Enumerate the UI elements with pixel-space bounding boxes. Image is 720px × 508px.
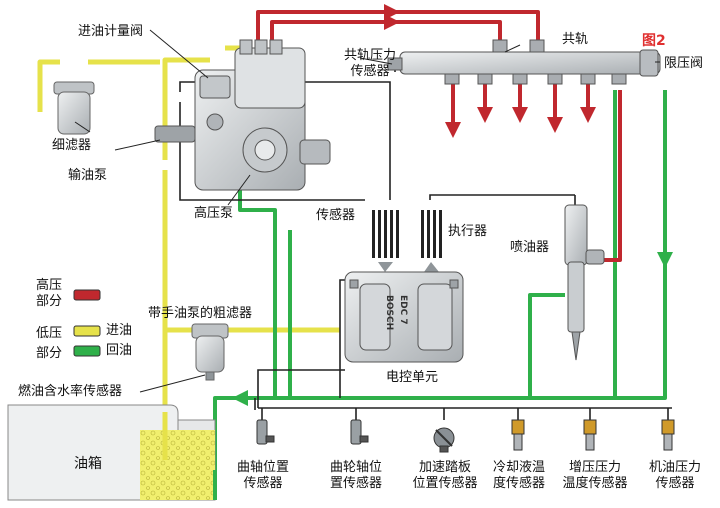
sensor-bus: [257, 369, 672, 420]
sensor-pedal-line1: 加速踏板: [418, 460, 471, 475]
oil-sensor-icon: [661, 419, 675, 451]
legend-inlet-swatch: [73, 325, 101, 337]
sensor-name-pedal: 加速踏板 位置传感器: [400, 460, 490, 492]
sensor-name-coolant: 冷却液温 度传感器: [482, 460, 556, 492]
sensor-coolant-line2: 度传感器: [492, 476, 545, 491]
figure-label: 图2: [642, 33, 666, 49]
actuator-label: 执行器: [448, 224, 488, 239]
sensor-boost-line2: 温度传感器: [562, 476, 628, 491]
sensor-cam-line1: 曲轮轴位: [329, 460, 382, 475]
legend-high-swatch: [73, 289, 101, 301]
sensor-pedal-line2: 位置传感器: [412, 476, 478, 491]
pressure-limit-valve-label: 限压阀: [664, 56, 704, 71]
sensor-crank-line2: 传感器: [243, 476, 283, 491]
legend-return-swatch: [73, 345, 101, 357]
high-pressure-pump: [154, 39, 331, 191]
ecu-model: EDC 7: [398, 295, 408, 325]
sensor-coolant-line1: 冷却液温: [492, 460, 545, 475]
sensor-boost-line1: 增压压力: [568, 460, 621, 475]
crank-sensor-icon: [256, 419, 275, 445]
legend-low-line2: 部分: [36, 346, 63, 361]
legend-return-label: 回油: [106, 343, 133, 358]
cam-sensor-icon: [350, 419, 369, 445]
sensor-name-crank: 曲轴位置 传感器: [226, 460, 300, 492]
tank-label: 油箱: [74, 456, 102, 472]
legend-low-line1: 低压: [36, 326, 63, 341]
common-rail-label: 共轨: [562, 32, 589, 47]
fuel-tank-shape: [7, 404, 217, 501]
ecu-brand: BOSCH: [384, 295, 394, 331]
sensor-bundle: [372, 210, 399, 258]
metering-valve-label: 进油计量阀: [78, 24, 144, 39]
rail-pressure-sensor-line1: 共轨压力: [343, 48, 396, 63]
coarse-filter-shape: [191, 323, 229, 381]
injector-outlets: [445, 80, 596, 138]
sensor-cam-line2: 置传感器: [329, 476, 382, 491]
fine-filter-label: 细滤器: [52, 138, 92, 153]
high-pressure-pump-label: 高压泵: [194, 206, 234, 221]
legend-inlet-label: 进油: [106, 323, 133, 338]
legend-low: 低压 部分: [36, 324, 62, 364]
boost-sensor-icon: [583, 419, 597, 451]
leader-lines: [74, 29, 660, 393]
fine-filter-shape: [53, 81, 95, 135]
sensor-name-oil: 机油压力 传感器: [638, 460, 712, 492]
coarse-filter-label: 带手油泵的粗滤器: [148, 306, 253, 321]
pedal-sensor-icon: [433, 427, 455, 453]
injector-label: 喷油器: [510, 240, 550, 255]
coolant-sensor-icon: [511, 419, 525, 451]
common-rail: [387, 39, 661, 85]
legend-high: 高压 部分: [36, 278, 62, 310]
legend-swatches: [73, 289, 101, 357]
ecu-shape: [344, 271, 464, 363]
ecu-label: 电控单元: [386, 370, 439, 385]
sensor-arrow: [378, 262, 393, 272]
legend-high-line1: 高压: [36, 278, 63, 293]
sensor-name-boost: 增压压力 温度传感器: [552, 460, 638, 492]
sensor-oil-line1: 机油压力: [648, 460, 701, 475]
legend-high-line2: 部分: [36, 294, 63, 309]
sensor-label: 传感器: [316, 208, 356, 223]
sensor-icons: [256, 419, 675, 453]
rail-pressure-sensor-line2: 传感器: [350, 64, 390, 79]
sensor-name-cam: 曲轮轴位 置传感器: [318, 460, 394, 492]
feed-pump-label: 输油泵: [68, 168, 108, 183]
rail-pressure-sensor-label: 共轨压力 传感器: [330, 48, 410, 80]
actuator-arrow: [424, 262, 439, 272]
water-sensor-label: 燃油含水率传感器: [18, 384, 123, 399]
sensor-oil-line2: 传感器: [655, 476, 695, 491]
sensor-crank-line1: 曲轴位置: [236, 460, 289, 475]
actuator-bundle: [421, 210, 442, 258]
injector-shape: [564, 204, 605, 361]
